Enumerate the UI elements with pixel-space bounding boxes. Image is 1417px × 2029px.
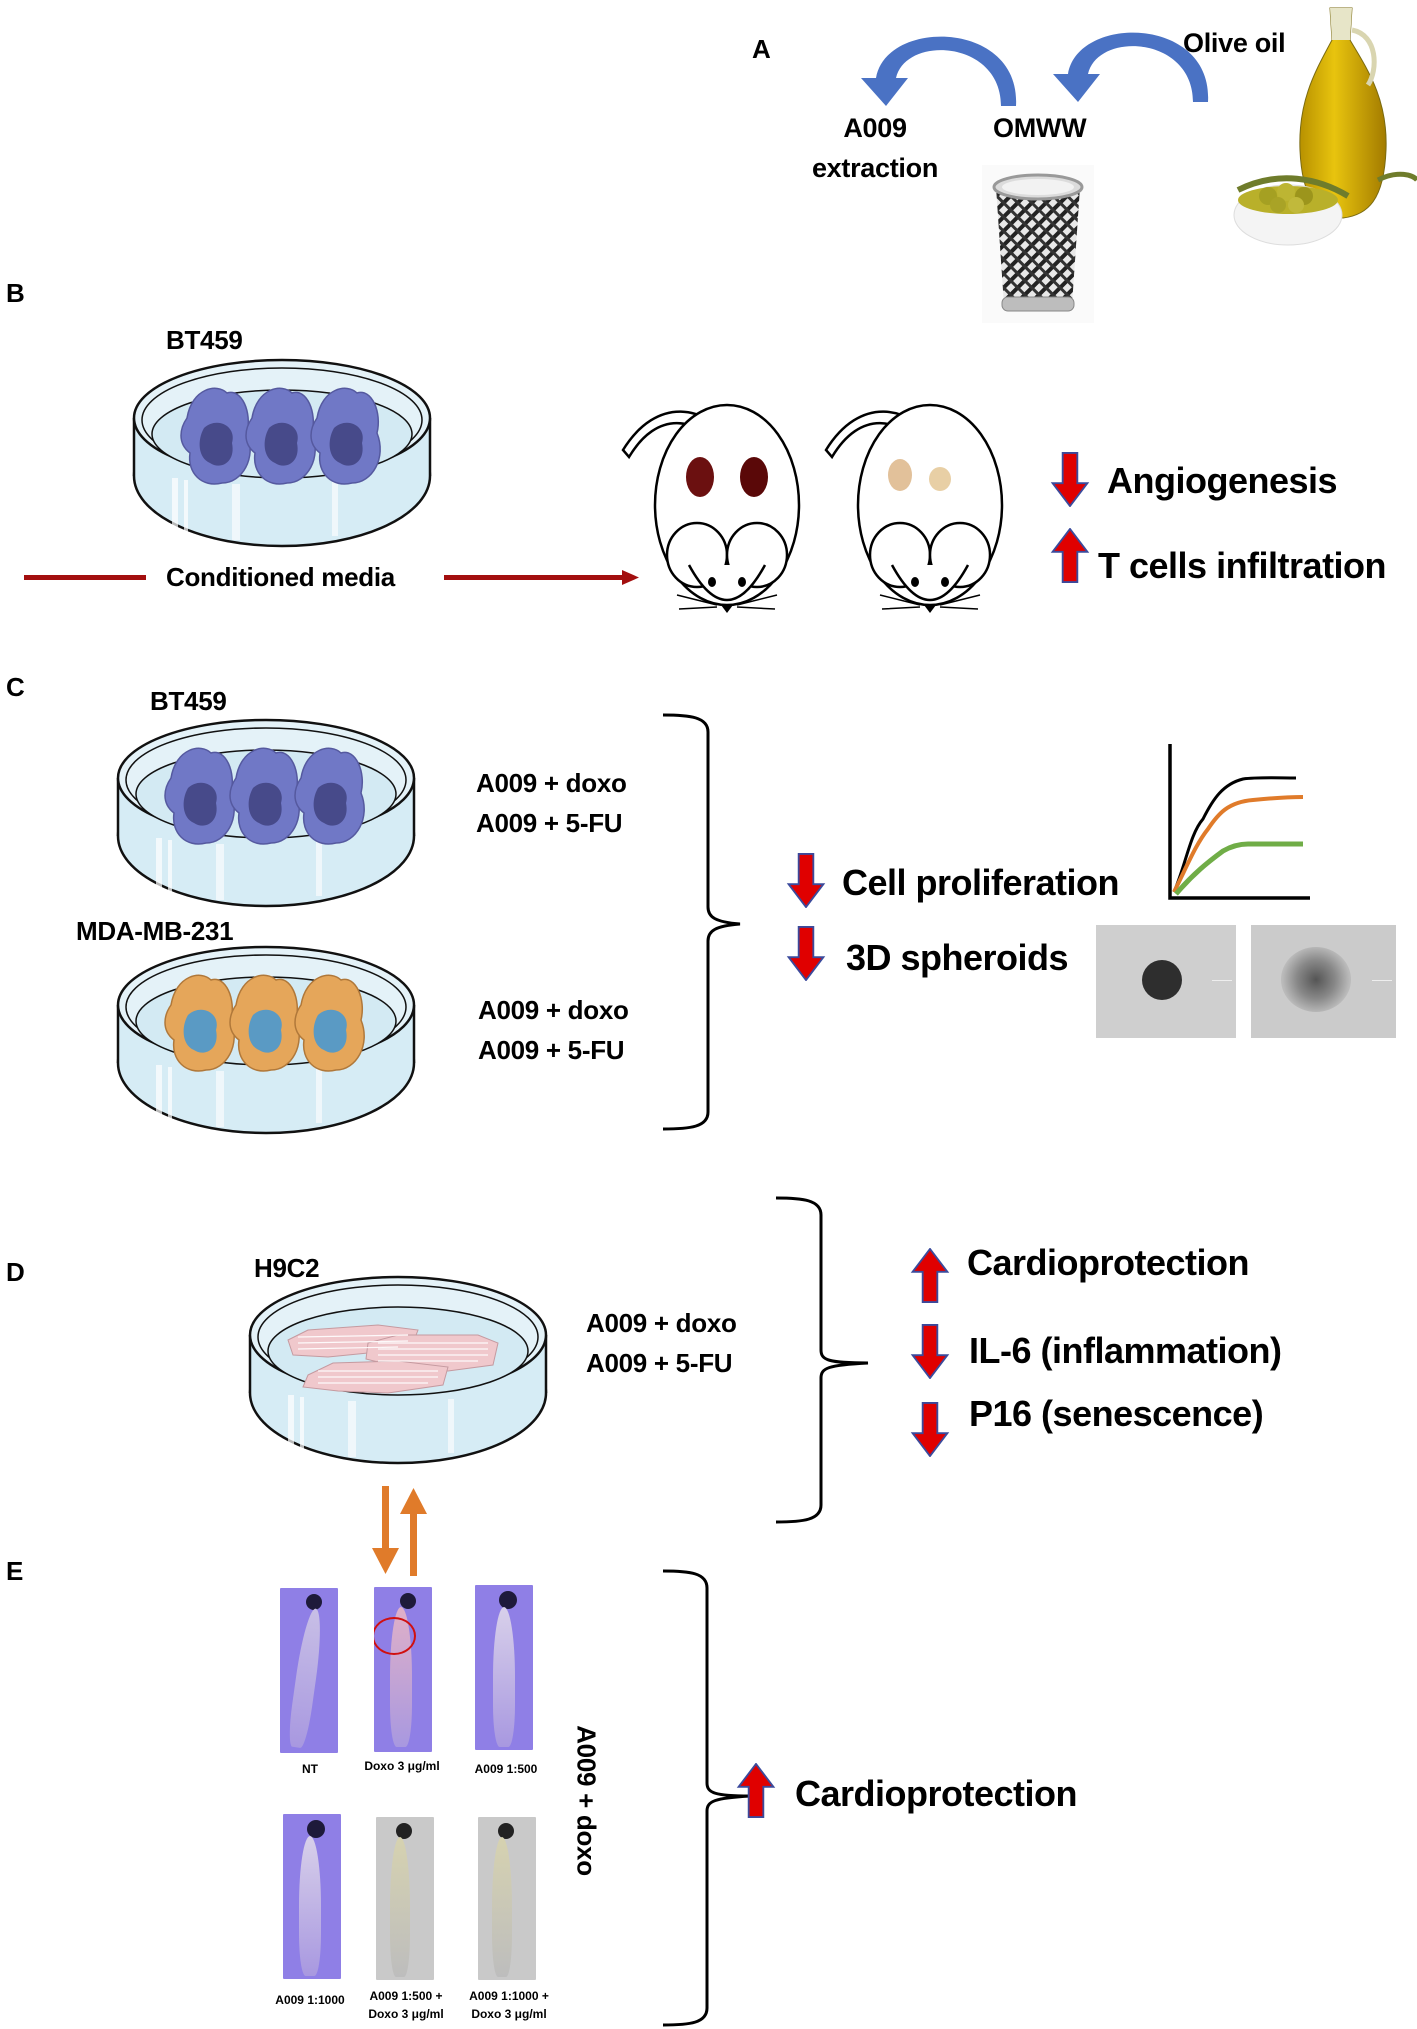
conditioned-media-label: Conditioned media xyxy=(166,562,395,592)
e-side-label: A009 + doxo xyxy=(571,1725,602,1876)
spheroid-image-treated xyxy=(1251,925,1396,1038)
zebrafish-label-a009-1-1000-doxo-line1: A009 1:1000 + xyxy=(469,1989,549,2003)
h9c2-treatment-2: A009 + 5-FU xyxy=(586,1348,733,1378)
d-cardioprotection-label: Cardioprotection xyxy=(967,1242,1250,1283)
zebrafish-label-a009-1-1000: A009 1:1000 xyxy=(275,1993,345,2007)
omww-label: OMWW xyxy=(993,113,1087,143)
olive-oil-image xyxy=(1233,7,1417,246)
c-bt459-label: BT459 xyxy=(150,686,227,716)
zebrafish-image-a009-1-500-doxo xyxy=(376,1817,434,1980)
arrow-down-icon xyxy=(787,853,825,908)
arrow-down-icon xyxy=(911,1324,949,1379)
zebrafish-label-doxo: Doxo 3 μg/ml xyxy=(364,1759,440,1773)
arrow-down-icon xyxy=(1051,452,1089,507)
curved-arrow-icon xyxy=(1053,32,1209,103)
panel-letter-d: D xyxy=(6,1257,25,1287)
e-cardioprotection-label: Cardioprotection xyxy=(795,1773,1078,1814)
petri-dish-bt459 xyxy=(132,358,432,548)
c-bt459-treatment-2: A009 + 5-FU xyxy=(476,808,623,838)
mda-treatment-1: A009 + doxo xyxy=(478,995,629,1025)
il6-label: IL-6 (inflammation) xyxy=(969,1330,1282,1371)
mda-mb-231-label: MDA-MB-231 xyxy=(76,916,234,946)
proliferation-mini-chart xyxy=(1168,744,1310,900)
spheroid-image-control xyxy=(1096,925,1236,1038)
zebrafish-label-a009-1-500-doxo-line1: A009 1:500 + xyxy=(369,1989,443,2003)
arrow-up-icon xyxy=(737,1763,775,1818)
panel-letter-c: C xyxy=(6,672,25,702)
bt459-label: BT459 xyxy=(166,325,243,355)
conditioned-media-arrow xyxy=(24,570,639,585)
arrow-up-icon xyxy=(911,1248,949,1303)
petri-dish-h9c2 xyxy=(248,1275,548,1465)
3d-spheroids-label: 3D spheroids xyxy=(846,937,1069,978)
mouse-treated-icon xyxy=(824,403,1004,613)
curved-arrow-icon xyxy=(861,36,1017,107)
olive-oil-label: Olive oil xyxy=(1183,28,1286,58)
brace-d xyxy=(775,1196,869,1524)
zebrafish-image-a009-1-500 xyxy=(475,1585,533,1750)
extraction-label: extraction xyxy=(811,153,939,183)
cell-proliferation-label: Cell proliferation xyxy=(842,862,1120,903)
petri-dish-mda-mb-231 xyxy=(116,945,416,1135)
panel-letter-e: E xyxy=(6,1556,24,1586)
zebrafish-label-a009-1-1000-doxo-line2: Doxo 3 μg/ml xyxy=(471,2007,547,2021)
h9c2-treatment-1: A009 + doxo xyxy=(586,1308,737,1338)
zebrafish-image-doxo xyxy=(374,1587,432,1752)
arrow-up-icon xyxy=(1051,528,1089,583)
bidirectional-arrow-icon xyxy=(372,1486,427,1576)
c-bt459-treatment-1: A009 + doxo xyxy=(476,768,627,798)
zebrafish-image-a009-1-1000-doxo xyxy=(478,1817,536,1980)
zebrafish-image-nt xyxy=(280,1588,338,1753)
series-line-control xyxy=(1172,776,1297,893)
waste-bin-icon xyxy=(982,165,1094,323)
panel-letter-b: B xyxy=(6,278,25,308)
zebrafish-label-nt: NT xyxy=(302,1762,318,1776)
brace-c xyxy=(662,713,741,1131)
arrow-down-icon xyxy=(787,926,825,981)
panel-letter-a: A xyxy=(752,34,771,64)
t-cells-label: T cells infiltration xyxy=(1098,545,1387,586)
zebrafish-label-a009-1-500: A009 1:500 xyxy=(474,1762,538,1776)
angiogenesis-label: Angiogenesis xyxy=(1107,460,1338,501)
zebrafish-label-a009-1-500-doxo-line2: Doxo 3 μg/ml xyxy=(368,2007,444,2021)
mda-treatment-2: A009 + 5-FU xyxy=(478,1035,625,1065)
series-line-treatment-2 xyxy=(1174,841,1303,896)
zebrafish-image-a009-1-1000 xyxy=(283,1814,341,1979)
series-line-treatment-1 xyxy=(1172,795,1304,893)
p16-label: P16 (senescence) xyxy=(969,1393,1264,1434)
a009-label: A009 xyxy=(843,113,907,143)
mouse-control-icon xyxy=(621,403,801,613)
h9c2-label: H9C2 xyxy=(254,1253,320,1283)
arrow-down-icon xyxy=(911,1402,949,1457)
petri-dish-c-bt459 xyxy=(116,718,416,908)
